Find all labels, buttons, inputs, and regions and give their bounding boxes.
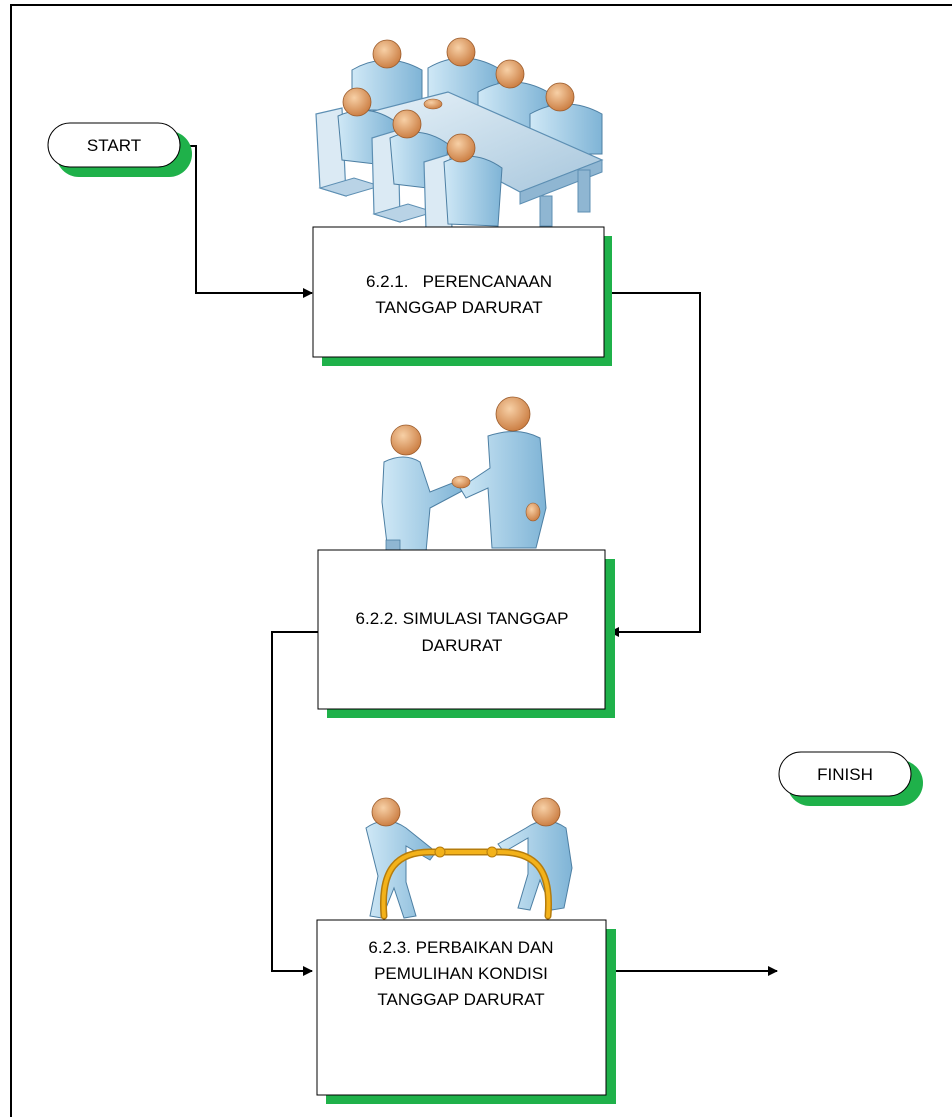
step-1-line-1: 6.2.1. PERENCANAAN (366, 272, 552, 291)
meeting-table-people-icon (315, 37, 604, 231)
step-2-line-2: DARURAT (422, 636, 503, 655)
step-2-line-1: 6.2.2. SIMULASI TANGGAP (356, 609, 569, 628)
step-3-line-3: TANGGAP DARURAT (377, 990, 544, 1009)
tug-of-war-people-icon (365, 797, 573, 920)
start-label: START (87, 136, 141, 155)
handshake-hands (451, 475, 471, 489)
step-3-line-2: PEMULIHAN KONDISI (374, 964, 548, 983)
step-box-2: 6.2.2. SIMULASI TANGGAP DARURAT (317, 549, 615, 718)
person-icon (381, 424, 465, 553)
finish-label: FINISH (817, 765, 873, 784)
person-icon (459, 396, 547, 549)
diagram-frame (10, 4, 952, 1117)
step-box-3: 6.2.3. PERBAIKAN DAN PEMULIHAN KONDISI T… (316, 919, 616, 1104)
connector-step2-to-step3 (271, 631, 318, 976)
step-box-1: 6.2.1. PERENCANAAN TANGGAP DARURAT (312, 226, 612, 366)
start-terminal: START (47, 122, 192, 177)
finish-terminal: FINISH (778, 751, 923, 806)
connector-step1-to-step2 (604, 292, 701, 637)
person-icon (443, 133, 503, 227)
step-1-line-2: TANGGAP DARURAT (375, 298, 542, 317)
connector-start-to-step1 (180, 145, 313, 298)
handshake-people-icon (381, 396, 547, 553)
step-3-line-1: 6.2.3. PERBAIKAN DAN (368, 938, 553, 957)
